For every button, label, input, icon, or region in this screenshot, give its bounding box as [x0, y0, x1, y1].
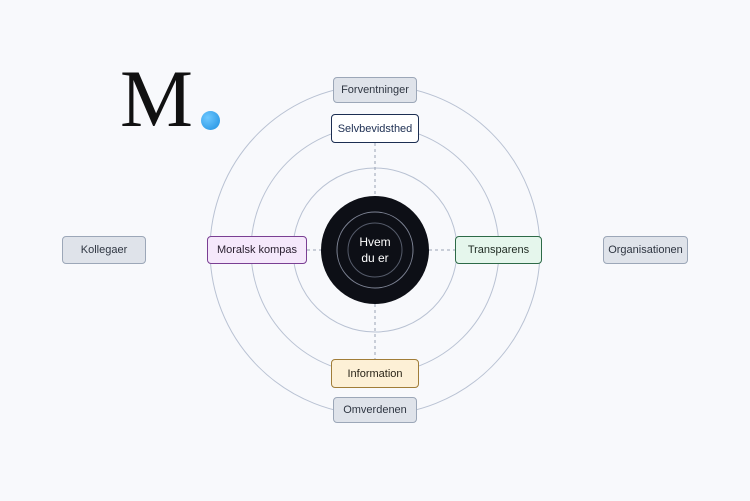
node-selvbevidsthed: Selvbevidsthed — [331, 114, 419, 143]
center-core-ring — [347, 222, 403, 278]
center-label: Hvem du er — [345, 230, 405, 270]
node-omverdenen: Omverdenen — [333, 397, 417, 423]
node-information: Information — [331, 359, 419, 388]
logo: M — [120, 53, 230, 144]
node-kollegaer: Kollegaer — [62, 236, 146, 264]
node-organisationen: Organisationen — [603, 236, 688, 264]
logo-letter: M — [120, 53, 193, 144]
node-forventninger: Forventninger — [333, 77, 417, 103]
node-moralsk-kompas: Moralsk kompas — [207, 236, 307, 264]
node-transparens: Transparens — [455, 236, 542, 264]
center-inner-ring — [336, 211, 414, 289]
center-label-line1: Hvem — [359, 235, 391, 249]
logo-dot — [201, 111, 220, 130]
center-label-line2: du er — [361, 251, 389, 265]
